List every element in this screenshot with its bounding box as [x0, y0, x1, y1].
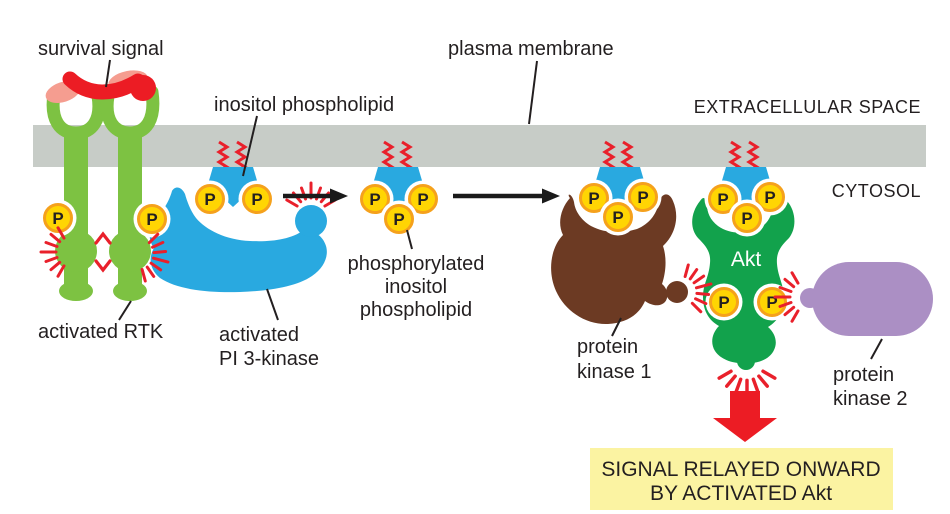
phosphorylated-lipid-label-line3: phospholipid — [360, 299, 472, 321]
lipid2-phosphate-3 — [379, 199, 419, 239]
signal-outcome-box: SIGNAL RELAYED ONWARD BY ACTIVATED Akt — [590, 448, 893, 510]
kinase1-arm-knob — [666, 281, 688, 303]
akt-label: Akt — [731, 248, 762, 271]
rtk-right-foot — [113, 281, 147, 301]
kinase1-body — [551, 194, 677, 325]
plasma-membrane-band — [33, 125, 926, 167]
activation-bursts — [39, 181, 800, 400]
pi3k-body — [149, 187, 327, 293]
activated-pi3-kinase-shape — [149, 187, 327, 293]
arrow-lipid-to-kinases-icon — [453, 188, 560, 204]
protein-kinase-2-label-line1: protein — [833, 364, 894, 386]
lipid-head-groups — [208, 167, 771, 207]
lipid1-phosphate-1 — [190, 179, 230, 219]
label-pointers — [105, 59, 883, 360]
activated-rtk-receptor — [46, 85, 160, 301]
extracellular-space-label: EXTRACELLULAR SPACE — [694, 97, 921, 117]
rtk-phosphate-left — [38, 198, 78, 238]
activated-pi3k-label-line1: activated — [219, 324, 299, 346]
rtk-left-foot — [59, 281, 93, 301]
phosphorylated-lipid-label-line1: phosphorylated — [348, 253, 485, 275]
akt-foot-knob — [737, 352, 755, 370]
inositol-phospholipid-label: inositol phospholipid — [214, 94, 394, 116]
akt-shape — [692, 197, 795, 370]
rtk-right-kinase-domain — [109, 230, 151, 272]
protein-kinase-2-label-line2: kinase 2 — [833, 388, 908, 410]
akt-lipid-phosphate-3 — [727, 198, 767, 238]
phosphorylated-lipid-label-line2: inositol — [385, 276, 447, 298]
activated-pi3k-label-line2: PI 3-kinase — [219, 348, 319, 370]
survival-signal-ligand — [45, 70, 156, 104]
rtk-left-kinase-domain — [55, 230, 97, 272]
cytosol-label: CYTOSOL — [832, 181, 921, 201]
kinase2-body — [812, 262, 933, 336]
akt-body — [692, 197, 795, 364]
arrow-pi3k-to-lipid-icon — [283, 188, 348, 204]
signal-box-text-line1: SIGNAL RELAYED ONWARD — [601, 458, 880, 481]
kinase1-lipid-phosphate-3 — [598, 197, 638, 237]
signal-onward-arrow-icon — [713, 391, 777, 442]
rtk-center-burst-icon — [94, 231, 112, 273]
plasma-membrane-label: plasma membrane — [448, 38, 614, 60]
ligand-red-band — [62, 71, 146, 100]
reaction-arrows — [283, 188, 560, 204]
pi3k-knob — [295, 205, 327, 237]
akt-phosphate-left — [704, 282, 744, 322]
signal-box-background — [590, 448, 893, 510]
protein-kinase-2-shape — [800, 262, 933, 336]
survival-signal-label: survival signal — [38, 38, 164, 60]
protein-kinase-1-shape — [551, 194, 688, 325]
protein-kinase-1-label-line1: protein — [577, 336, 638, 358]
protein-kinase-1-label-line2: kinase 1 — [577, 361, 652, 383]
signal-box-text-line2: BY ACTIVATED Akt — [650, 482, 832, 505]
lipid1-phosphate-2 — [237, 179, 277, 219]
rtk-phosphate-right — [132, 199, 172, 239]
activated-rtk-label: activated RTK — [38, 321, 164, 343]
text-labels: survival signal plasma membrane inositol… — [38, 38, 921, 410]
ligand-red-knob — [130, 75, 156, 101]
